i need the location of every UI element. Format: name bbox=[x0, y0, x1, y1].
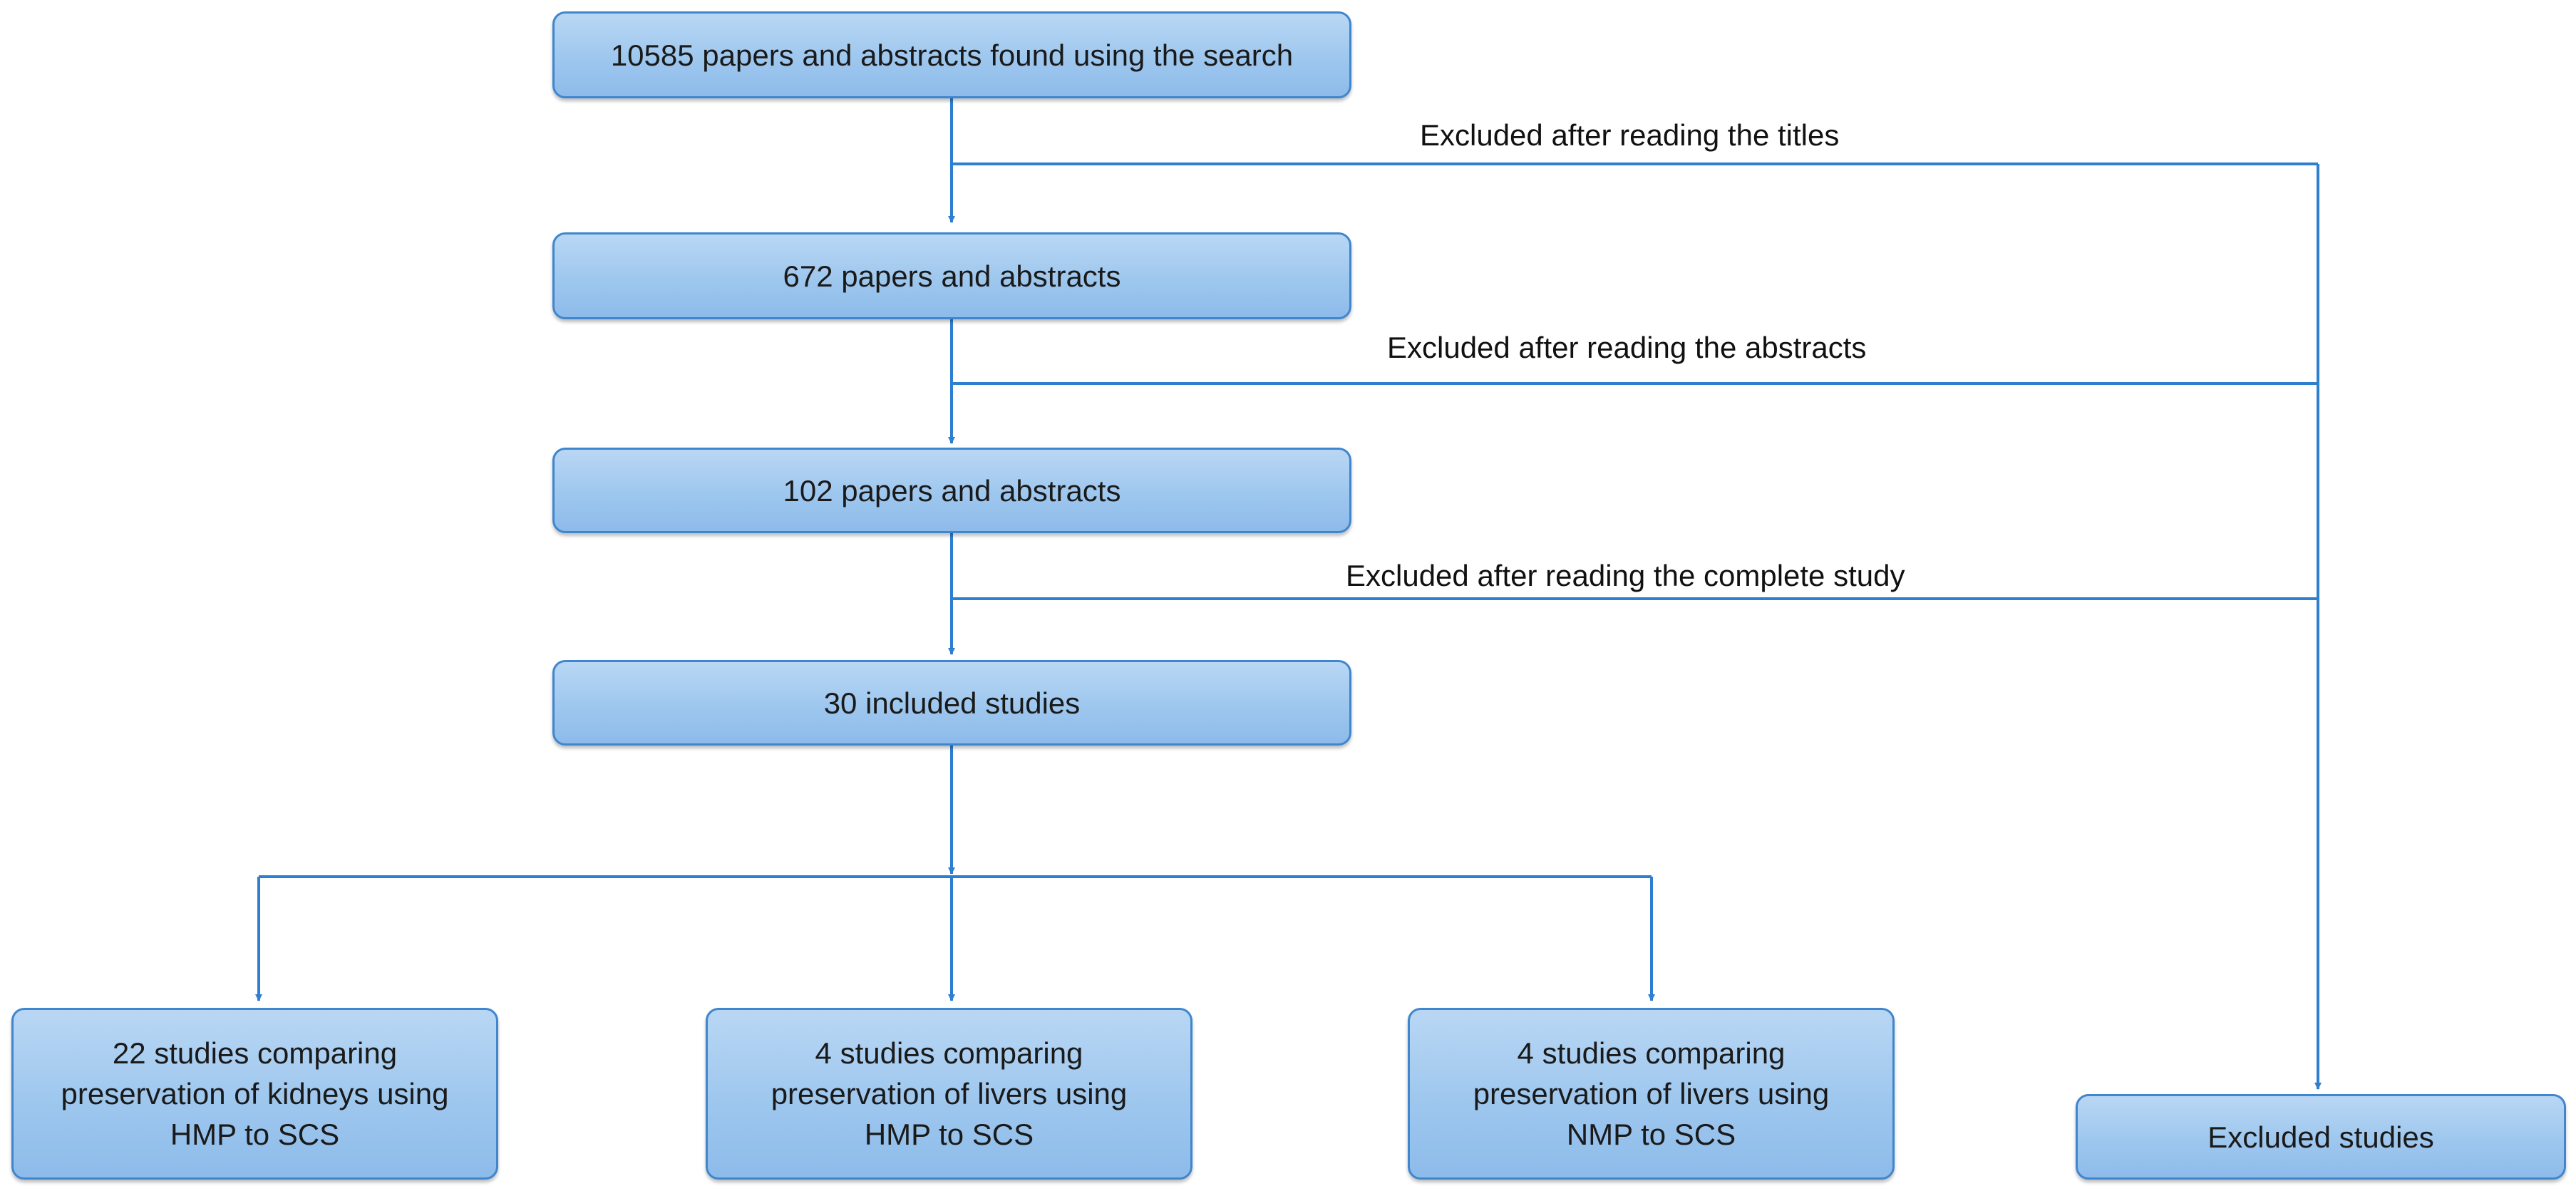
box-included-text: 30 included studies bbox=[823, 686, 1081, 720]
label-excluded-abstracts: Excluded after reading the abstracts bbox=[1383, 331, 1871, 365]
kidneys-hmp-line-1: 22 studies comparing bbox=[112, 1036, 398, 1070]
livers-hmp-line-1: 4 studies comparing bbox=[815, 1036, 1083, 1070]
box-102-text: 102 papers and abstracts bbox=[783, 473, 1121, 507]
label-excluded-complete: Excluded after reading the complete stud… bbox=[1341, 559, 1910, 593]
box-672: 672 papers and abstracts bbox=[552, 232, 1351, 319]
box-102: 102 papers and abstracts bbox=[552, 448, 1351, 533]
box-livers-hmp: 4 studies comparing preservation of live… bbox=[706, 1008, 1192, 1180]
box-672-text: 672 papers and abstracts bbox=[783, 259, 1121, 293]
livers-hmp-line-2: preservation of livers using bbox=[771, 1077, 1128, 1110]
kidneys-hmp-line-3: HMP to SCS bbox=[170, 1118, 340, 1151]
livers-nmp-line-3: NMP to SCS bbox=[1566, 1118, 1736, 1151]
livers-nmp-line-1: 4 studies comparing bbox=[1517, 1036, 1786, 1070]
box-kidneys-hmp: 22 studies comparing preservation of kid… bbox=[11, 1008, 498, 1180]
kidneys-hmp-line-2: preservation of kidneys using bbox=[61, 1077, 449, 1110]
livers-nmp-line-2: preservation of livers using bbox=[1473, 1077, 1830, 1110]
livers-hmp-line-3: HMP to SCS bbox=[864, 1118, 1034, 1151]
box-search: 10585 papers and abstracts found using t… bbox=[552, 11, 1351, 98]
box-search-text: 10585 papers and abstracts found using t… bbox=[610, 38, 1294, 72]
box-livers-nmp: 4 studies comparing preservation of live… bbox=[1408, 1008, 1895, 1180]
box-excluded: Excluded studies bbox=[2076, 1094, 2566, 1180]
label-excluded-titles: Excluded after reading the titles bbox=[1416, 118, 1844, 153]
box-excluded-text: Excluded studies bbox=[2207, 1120, 2434, 1154]
box-included: 30 included studies bbox=[552, 660, 1351, 746]
